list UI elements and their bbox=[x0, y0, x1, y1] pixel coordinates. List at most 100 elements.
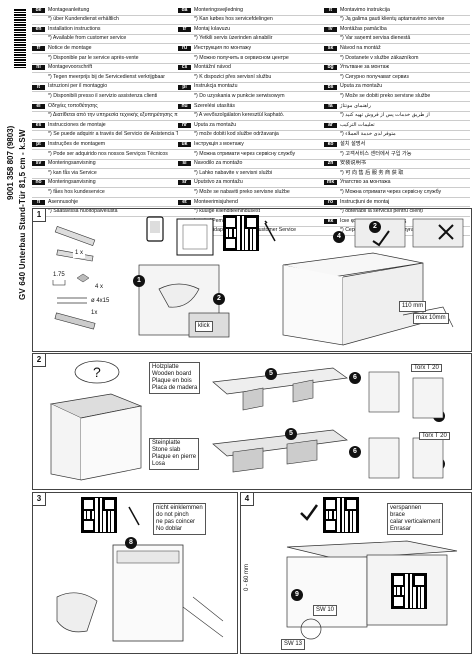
language-row: *) fåes hos kundeservice bbox=[32, 188, 178, 198]
language-row: *) Disponibili presso il servizio assist… bbox=[32, 92, 178, 102]
language-text: Návod na montáž bbox=[340, 45, 381, 52]
bracket-wood-illustration bbox=[212, 367, 348, 411]
language-row: *) Available from customer service bbox=[32, 35, 178, 45]
wood-label-en: Wooden board bbox=[152, 371, 192, 377]
svg-text:?: ? bbox=[93, 364, 101, 380]
torx-label-2: Torx T 20 bbox=[419, 432, 450, 440]
stone-label-en: Stone slab bbox=[152, 447, 181, 453]
language-code-badge: ru bbox=[178, 46, 191, 52]
step-panel-1: 1 1 x 1.75 4 x ø 4x15 1x 1 2 klick bbox=[32, 208, 472, 352]
language-text: Montagevoorschrift bbox=[48, 64, 93, 71]
language-code-badge: fr bbox=[32, 46, 45, 52]
language-code-badge: sv bbox=[32, 161, 45, 167]
wood-label-es: Placa de madera bbox=[152, 385, 198, 391]
language-text: Intruksi Pemasangan bbox=[194, 217, 243, 224]
step-panel-4: 4 verspannen brace calar verticalement E… bbox=[240, 492, 472, 654]
cabinet-illustration bbox=[49, 393, 143, 481]
pinch-label-es: No doblar bbox=[156, 526, 183, 532]
language-text: Uputstvo za montažu bbox=[194, 179, 243, 186]
language-text: *) A vevőszolgálaton keresztül kapható. bbox=[194, 112, 285, 119]
language-text: *) از طریق خدمات پس از فروش تهیه کنید bbox=[340, 112, 430, 119]
language-row: *) kan fås via Service bbox=[32, 169, 178, 179]
language-code-badge: tr bbox=[178, 26, 191, 32]
language-text: 설치 설명서 bbox=[340, 141, 366, 147]
language-text: *) kuulge klienditeenindusest bbox=[194, 208, 261, 215]
tool-icon bbox=[264, 220, 276, 242]
language-text: راهنمای مونتاژ bbox=[340, 102, 371, 109]
language-row: *) Kan købes hos servicefdelingen bbox=[178, 16, 324, 26]
language-text: Navodilo za montažo bbox=[194, 160, 243, 167]
language-text: Monteringsvejledning bbox=[194, 6, 244, 13]
language-code-badge: de bbox=[32, 7, 45, 13]
language-text: Οδηγίες τοποθέτησης bbox=[48, 102, 98, 109]
language-text: *) fåes hos kundeservice bbox=[48, 188, 105, 195]
language-text: *) Можна отримати через сервісну службу bbox=[194, 150, 296, 157]
language-row: *) Do uzyskania w punkcie serwisowym bbox=[178, 92, 324, 102]
dim-max-10mm: max 10mm bbox=[413, 313, 449, 324]
language-text: *) Saatavissa huoltopalvelusta bbox=[48, 208, 118, 215]
stone-label-es: Losa bbox=[152, 461, 166, 467]
language-code-badge: bg bbox=[324, 65, 337, 71]
language-text: *) Available from customer service bbox=[48, 35, 127, 42]
callout-5: 5 bbox=[265, 368, 277, 380]
language-code-badge: it bbox=[32, 84, 45, 90]
callout-2: 2 bbox=[213, 293, 225, 305]
language-code-badge: mk bbox=[324, 180, 337, 186]
part-qty-1b: 1x bbox=[89, 309, 100, 318]
language-code-badge: fi bbox=[32, 199, 45, 205]
wrench-sw10: SW 10 bbox=[313, 605, 338, 616]
brace-label-en: brace bbox=[390, 512, 406, 518]
language-row: *) Disponible par le service après-vente bbox=[32, 54, 178, 64]
language-text: Упътване за монтаж bbox=[340, 64, 389, 71]
language-text: *) Lahko nabavite v servisni službi bbox=[194, 169, 273, 176]
pinch-label-box: nicht einklemmen do not pinch ne pas coi… bbox=[153, 503, 206, 535]
step-number: 3 bbox=[33, 493, 46, 506]
pinch-label-en: do not pinch bbox=[156, 512, 189, 518]
kitchen-unit-illustration bbox=[286, 540, 458, 640]
language-row: *) Saatavissa huoltopalvelusta bbox=[32, 207, 178, 218]
language-code-badge: ro bbox=[324, 199, 337, 205]
language-text: *) kan fås via Service bbox=[48, 169, 97, 176]
language-code-badge: en bbox=[32, 26, 45, 32]
language-row: *) Pode ser adquirido nos nossos Serviço… bbox=[32, 150, 178, 160]
language-code-badge: da bbox=[178, 7, 191, 13]
qr-code-4b bbox=[391, 573, 427, 609]
language-code-badge: es bbox=[32, 122, 45, 128]
language-text: *) K dispozici přes servisní službu bbox=[194, 73, 272, 80]
language-text: *) Kan købes hos servicefdelingen bbox=[194, 16, 273, 23]
language-code-badge: sl bbox=[178, 161, 191, 167]
language-text: *) Διατίθεται από την υπηρεσία τεχνικής … bbox=[48, 112, 178, 119]
brace-label-es: Enrasar bbox=[390, 526, 412, 532]
language-text: Instruções de montagem bbox=[48, 141, 106, 147]
language-row: *) Se puede adquirir a través del Servic… bbox=[32, 131, 178, 141]
language-row: *) može dobiti kod službe održavanja bbox=[178, 131, 324, 141]
language-text: *) Do uzyskania w punkcie serwisowym bbox=[194, 93, 285, 100]
language-text: *) Može se dobiti preko servisne službe bbox=[340, 93, 431, 100]
language-text: *) 고객서비스 센터에서 구입 가능 bbox=[340, 150, 412, 157]
language-text: *) 可 向 售 后 服 务 商 获 取 bbox=[340, 169, 404, 176]
language-row: *) Lahko nabavite v servisni službi bbox=[178, 169, 324, 179]
check-icon bbox=[300, 504, 319, 521]
brace-label-fr: calar verticalement bbox=[390, 519, 441, 525]
language-code-badge: nl bbox=[32, 65, 45, 71]
language-code-badge: hu bbox=[178, 103, 191, 109]
language-row: *) Može se nabaviti preko servisne služb… bbox=[178, 188, 324, 198]
pinch-label-fr: ne pas coincer bbox=[156, 519, 196, 525]
language-code-badge: cs bbox=[178, 65, 191, 71]
